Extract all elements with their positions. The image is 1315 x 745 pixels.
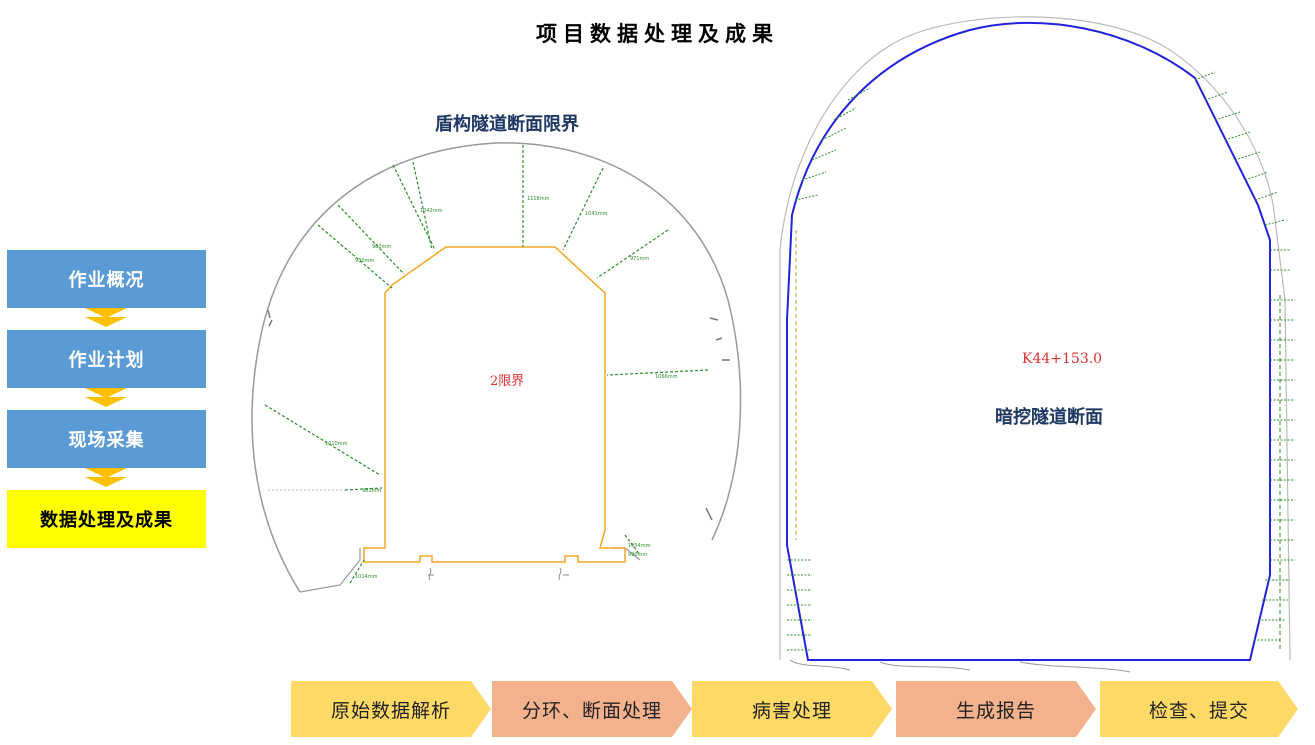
stage-ring-section-processing[interactable]: 分环、断面处理	[492, 681, 692, 737]
shield-tunnel-base	[299, 547, 641, 593]
dim-label: 971mm	[630, 256, 649, 262]
dim-label: 982mm	[372, 244, 391, 250]
dim-label: 981mm	[362, 488, 381, 494]
dim-label: 1066mm	[655, 374, 678, 380]
shield-tunnel-clearance-limit	[363, 246, 626, 563]
dim-label: 1042mm	[420, 208, 443, 214]
side-step-overview[interactable]: 作业概况	[7, 250, 206, 308]
stage-generate-report[interactable]: 生成报告	[896, 681, 1096, 737]
mined-tunnel-heading: 暗挖隧道断面	[995, 407, 1103, 428]
dim-label: 1041mm	[585, 211, 608, 217]
chevron-down-icon	[85, 388, 127, 407]
side-step-field-collection[interactable]: 现场采集	[7, 410, 206, 468]
chevron-down-icon	[85, 308, 127, 327]
dim-label: 990mm	[628, 552, 647, 558]
mined-tunnel-station-label: K44+153.0	[1022, 351, 1103, 367]
chevron-down-icon	[85, 468, 127, 487]
stage-defect-processing[interactable]: 病害处理	[692, 681, 892, 737]
page-title: 项目数据处理及成果	[536, 21, 779, 46]
shield-tunnel-outer-ring	[251, 142, 742, 593]
mined-tunnel-design-section	[786, 21, 1271, 661]
side-step-data-processing[interactable]: 数据处理及成果	[7, 490, 206, 548]
shield-tunnel-section-label: 2限界	[490, 374, 525, 389]
shield-tunnel-heading: 盾构隧道断面限界	[435, 114, 579, 135]
dim-label: 1054mm	[628, 543, 651, 549]
dim-label: 930mm	[355, 258, 374, 264]
side-step-plan[interactable]: 作业计划	[7, 330, 206, 388]
dim-label: 1010mm	[325, 441, 348, 447]
stage-raw-data-parsing[interactable]: 原始数据解析	[291, 681, 491, 737]
dim-label: 1014mm	[355, 574, 378, 580]
mined-tunnel-scan-outline	[779, 16, 1291, 661]
stage-check-submit[interactable]: 检查、提交	[1100, 681, 1298, 737]
dim-label: 1118mm	[527, 196, 550, 202]
